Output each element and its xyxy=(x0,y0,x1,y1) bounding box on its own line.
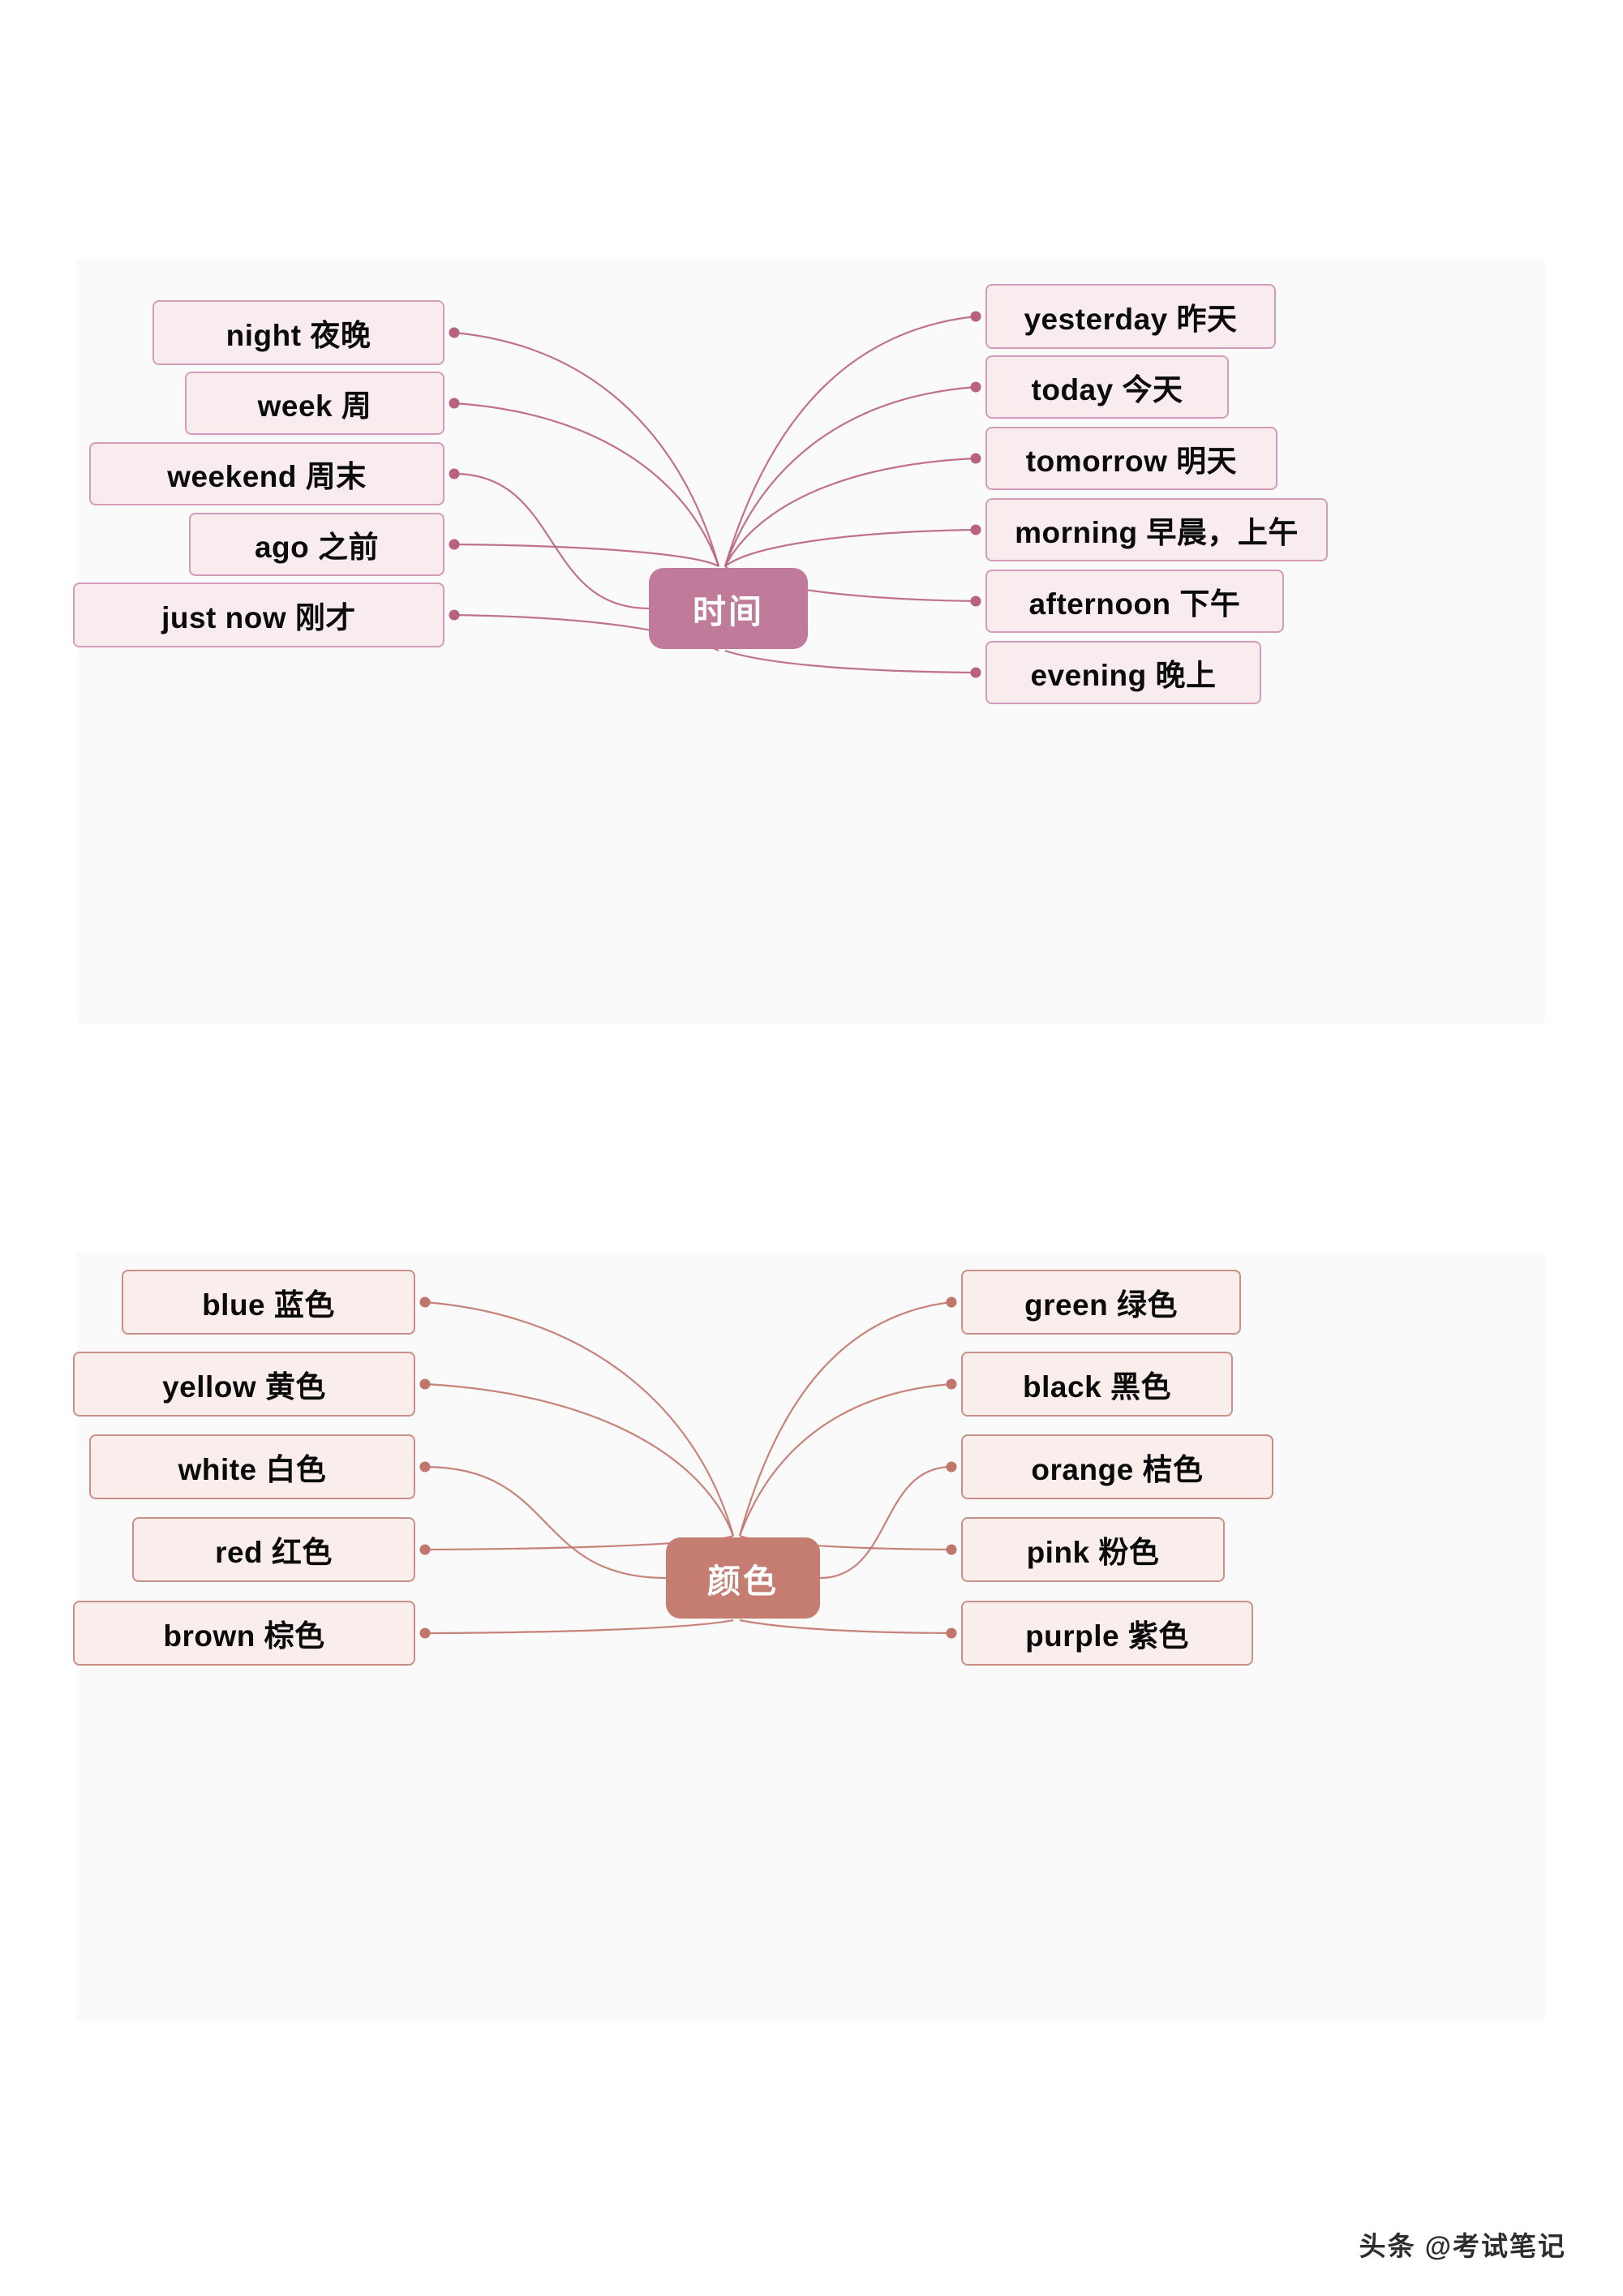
node-purple[interactable]: purple 紫色 xyxy=(961,1601,1253,1666)
connector-endpoint-dot xyxy=(449,327,460,338)
connector-line xyxy=(739,1619,952,1635)
connector-line xyxy=(424,1619,734,1635)
connector-endpoint-dot xyxy=(419,1627,431,1639)
connector-line xyxy=(724,457,977,567)
node-ago[interactable]: ago 之前 xyxy=(189,513,444,576)
node-just-now-label: just now 刚才 xyxy=(161,601,356,634)
connector-endpoint-dot xyxy=(970,381,981,393)
node-evening[interactable]: evening 晚上 xyxy=(985,641,1261,704)
connector-line xyxy=(723,315,977,567)
node-orange[interactable]: orange 桔色 xyxy=(961,1434,1273,1499)
node-morning[interactable]: morning 早晨，上午 xyxy=(985,498,1328,561)
node-afternoon[interactable]: afternoon 下午 xyxy=(985,570,1284,633)
node-purple-label: purple 紫色 xyxy=(1025,1619,1189,1653)
connector-line xyxy=(424,1301,735,1537)
connector-line xyxy=(453,331,720,567)
node-pink-label: pink 粉色 xyxy=(1026,1536,1160,1569)
connector-endpoint-dot xyxy=(970,524,981,535)
connector-endpoint-dot xyxy=(970,595,981,607)
node-red[interactable]: red 红色 xyxy=(132,1517,415,1582)
node-ago-label: ago 之前 xyxy=(254,531,380,564)
time-mindmap-canvas: 时间 night 夜晚 week 周 weekend 周末 ago 之前 jus… xyxy=(73,260,1545,1024)
connector-endpoint-dot xyxy=(946,1461,957,1473)
connector-line xyxy=(453,543,719,567)
connector-endpoint-dot xyxy=(419,1378,431,1390)
connector-endpoint-dot xyxy=(419,1461,431,1473)
connector-endpoint-dot xyxy=(419,1296,431,1308)
node-tomorrow[interactable]: tomorrow 明天 xyxy=(985,427,1277,490)
node-just-now[interactable]: just now 刚才 xyxy=(73,583,444,647)
node-today[interactable]: today 今天 xyxy=(985,355,1229,419)
connector-line xyxy=(738,1301,952,1537)
node-pink[interactable]: pink 粉色 xyxy=(961,1517,1225,1582)
connector-line xyxy=(738,1382,952,1537)
node-orange-label: orange 桔色 xyxy=(1031,1453,1204,1486)
node-night-label: night 夜晚 xyxy=(225,319,371,352)
connector-endpoint-dot xyxy=(449,539,460,550)
connector-line xyxy=(453,402,720,567)
node-yesterday[interactable]: yesterday 昨天 xyxy=(985,284,1276,349)
node-evening-label: evening 晚上 xyxy=(1030,659,1217,692)
connector-endpoint-dot xyxy=(419,1544,431,1555)
connector-line xyxy=(724,649,977,674)
node-black-label: black 黑色 xyxy=(1023,1370,1171,1404)
node-brown-label: brown 棕色 xyxy=(163,1619,325,1653)
node-weekend-label: weekend 周末 xyxy=(167,460,367,493)
node-yellow[interactable]: yellow 黄色 xyxy=(73,1352,415,1417)
connector-endpoint-dot xyxy=(946,1378,957,1390)
node-brown[interactable]: brown 棕色 xyxy=(73,1601,415,1666)
connector-endpoint-dot xyxy=(946,1627,957,1639)
connector-line xyxy=(424,1382,735,1537)
center-node-time[interactable]: 时间 xyxy=(649,568,808,649)
connector-endpoint-dot xyxy=(970,667,981,678)
connector-endpoint-dot xyxy=(970,311,981,322)
connector-endpoint-dot xyxy=(449,468,460,479)
node-today-label: today 今天 xyxy=(1031,373,1183,406)
connector-endpoint-dot xyxy=(946,1544,957,1555)
center-node-color[interactable]: 颜色 xyxy=(666,1537,820,1619)
connector-endpoint-dot xyxy=(449,609,460,621)
connector-endpoint-dot xyxy=(449,398,460,409)
node-afternoon-label: afternoon 下午 xyxy=(1028,587,1241,621)
center-node-time-label: 时间 xyxy=(693,593,764,630)
connector-line xyxy=(723,385,977,567)
connector-endpoint-dot xyxy=(970,453,981,464)
node-weekend[interactable]: weekend 周末 xyxy=(89,442,444,505)
node-white-label: white 白色 xyxy=(178,1453,327,1486)
node-blue[interactable]: blue 蓝色 xyxy=(122,1270,415,1335)
connector-line xyxy=(819,1465,952,1580)
node-night[interactable]: night 夜晚 xyxy=(152,300,444,365)
node-tomorrow-label: tomorrow 明天 xyxy=(1025,445,1238,478)
node-yesterday-label: yesterday 昨天 xyxy=(1024,303,1238,336)
node-black[interactable]: black 黑色 xyxy=(961,1352,1233,1417)
watermark: 头条 @考试笔记 xyxy=(1359,2231,1566,2261)
node-week[interactable]: week 周 xyxy=(185,372,444,435)
node-green-label: green 绿色 xyxy=(1024,1288,1179,1322)
node-blue-label: blue 蓝色 xyxy=(202,1288,335,1322)
color-mindmap-canvas: 颜色 blue 蓝色 yellow 黄色 white 白色 red 红色 bro… xyxy=(73,1252,1545,2020)
connector-endpoint-dot xyxy=(946,1296,957,1308)
node-week-label: week 周 xyxy=(257,389,372,423)
connector-line xyxy=(453,472,650,610)
node-green[interactable]: green 绿色 xyxy=(961,1270,1241,1335)
node-red-label: red 红色 xyxy=(215,1536,333,1569)
node-morning-label: morning 早晨，上午 xyxy=(1015,516,1299,549)
connector-line xyxy=(424,1465,667,1580)
connector-line xyxy=(724,528,977,567)
node-white[interactable]: white 白色 xyxy=(89,1434,415,1499)
node-yellow-label: yellow 黄色 xyxy=(162,1370,326,1404)
center-node-color-label: 颜色 xyxy=(707,1563,779,1600)
